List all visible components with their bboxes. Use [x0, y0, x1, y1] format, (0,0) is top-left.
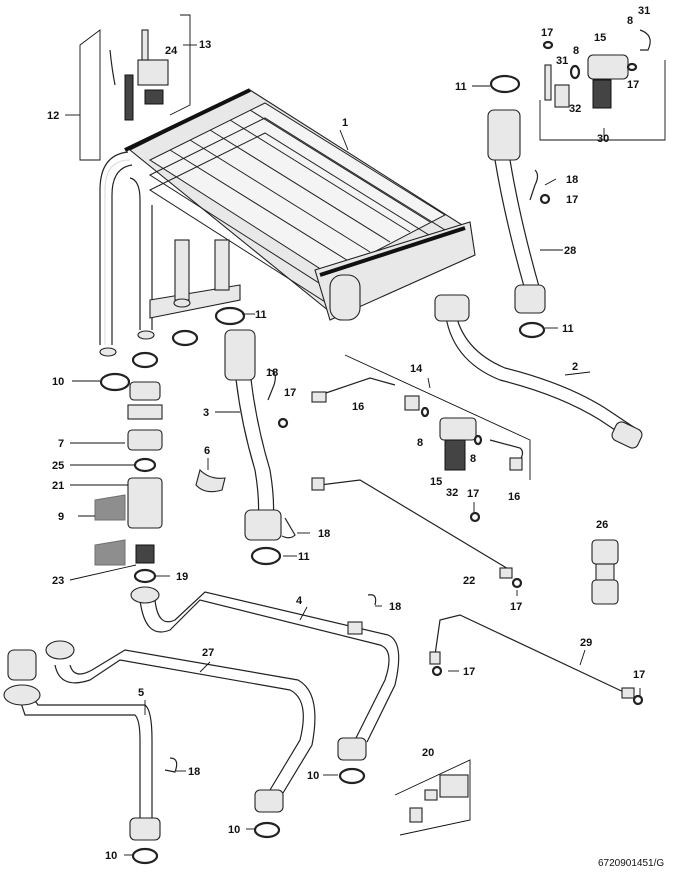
label-10b: 10 [307, 770, 319, 782]
heat-exchanger [124, 88, 476, 321]
label-29: 29 [580, 637, 592, 649]
pipe-4 [130, 586, 400, 761]
label-8c: 8 [417, 437, 423, 449]
label-16b: 16 [508, 491, 520, 503]
pipe-5 [3, 649, 161, 841]
label-9: 9 [58, 511, 64, 523]
label-21: 21 [52, 480, 64, 492]
clip-6 [195, 468, 226, 493]
label-10a: 10 [52, 376, 64, 388]
label-18d: 18 [389, 601, 401, 613]
label-17h: 17 [633, 669, 645, 681]
label-6: 6 [204, 445, 210, 457]
label-26: 26 [596, 519, 608, 531]
label-17f: 17 [510, 601, 522, 613]
label-31b: 31 [638, 5, 650, 17]
label-14: 14 [410, 363, 423, 375]
label-32a: 32 [569, 103, 581, 115]
label-11d: 11 [562, 323, 574, 335]
label-8b: 8 [627, 15, 633, 27]
label-8a: 8 [573, 45, 579, 57]
label-28: 28 [564, 245, 576, 257]
label-12: 12 [47, 110, 59, 122]
label-4: 4 [296, 595, 303, 607]
label-19: 19 [176, 571, 188, 583]
heat-exchanger-connections [99, 151, 241, 357]
label-17b: 17 [627, 79, 639, 91]
label-17c: 17 [566, 194, 578, 206]
label-11b: 11 [255, 309, 267, 321]
sensor-group [79, 14, 191, 161]
label-1: 1 [342, 117, 348, 129]
label-3: 3 [203, 407, 209, 419]
label-31a: 31 [556, 55, 568, 67]
label-8d: 8 [470, 453, 476, 465]
label-27: 27 [202, 647, 214, 659]
pipe-29 [429, 614, 635, 699]
label-11c: 11 [298, 551, 310, 563]
label-15a: 15 [594, 32, 606, 44]
label-16a: 16 [352, 401, 364, 413]
label-23: 23 [52, 575, 64, 587]
label-18a: 18 [566, 174, 578, 186]
label-15b: 15 [430, 476, 442, 488]
label-17a: 17 [541, 27, 553, 39]
part-number-labels: 1 2 3 4 5 6 7 8 8 8 8 9 10 10 10 10 11 1… [47, 5, 650, 862]
label-30: 30 [597, 133, 609, 145]
fitting-26 [591, 539, 619, 605]
label-13: 13 [199, 39, 211, 51]
label-11a: 11 [455, 81, 467, 93]
label-22: 22 [463, 575, 475, 587]
label-5: 5 [138, 687, 144, 699]
leader-lines [65, 44, 641, 856]
label-17d: 17 [284, 387, 296, 399]
pipe-3 [224, 329, 282, 541]
label-20: 20 [422, 747, 434, 759]
label-10c: 10 [228, 824, 240, 836]
label-17e: 17 [467, 488, 479, 500]
pipe-28 [487, 109, 546, 314]
connector-group-30 [539, 29, 666, 141]
pipe-2 [434, 294, 643, 449]
pipe-22 [311, 477, 513, 579]
fitting-stack [94, 381, 163, 584]
clamp-20 [394, 759, 471, 836]
label-10d: 10 [105, 850, 117, 862]
label-17g: 17 [463, 666, 475, 678]
label-7: 7 [58, 438, 64, 450]
label-18b: 18 [266, 367, 278, 379]
label-2: 2 [572, 361, 578, 373]
document-code: 6720901451/G [598, 858, 664, 869]
pipe-27 [45, 640, 316, 813]
label-18e: 18 [188, 766, 200, 778]
label-24: 24 [165, 45, 178, 57]
label-32b: 32 [446, 487, 458, 499]
label-25: 25 [52, 460, 64, 472]
label-18c: 18 [318, 528, 330, 540]
connector-group-14 [311, 354, 531, 480]
